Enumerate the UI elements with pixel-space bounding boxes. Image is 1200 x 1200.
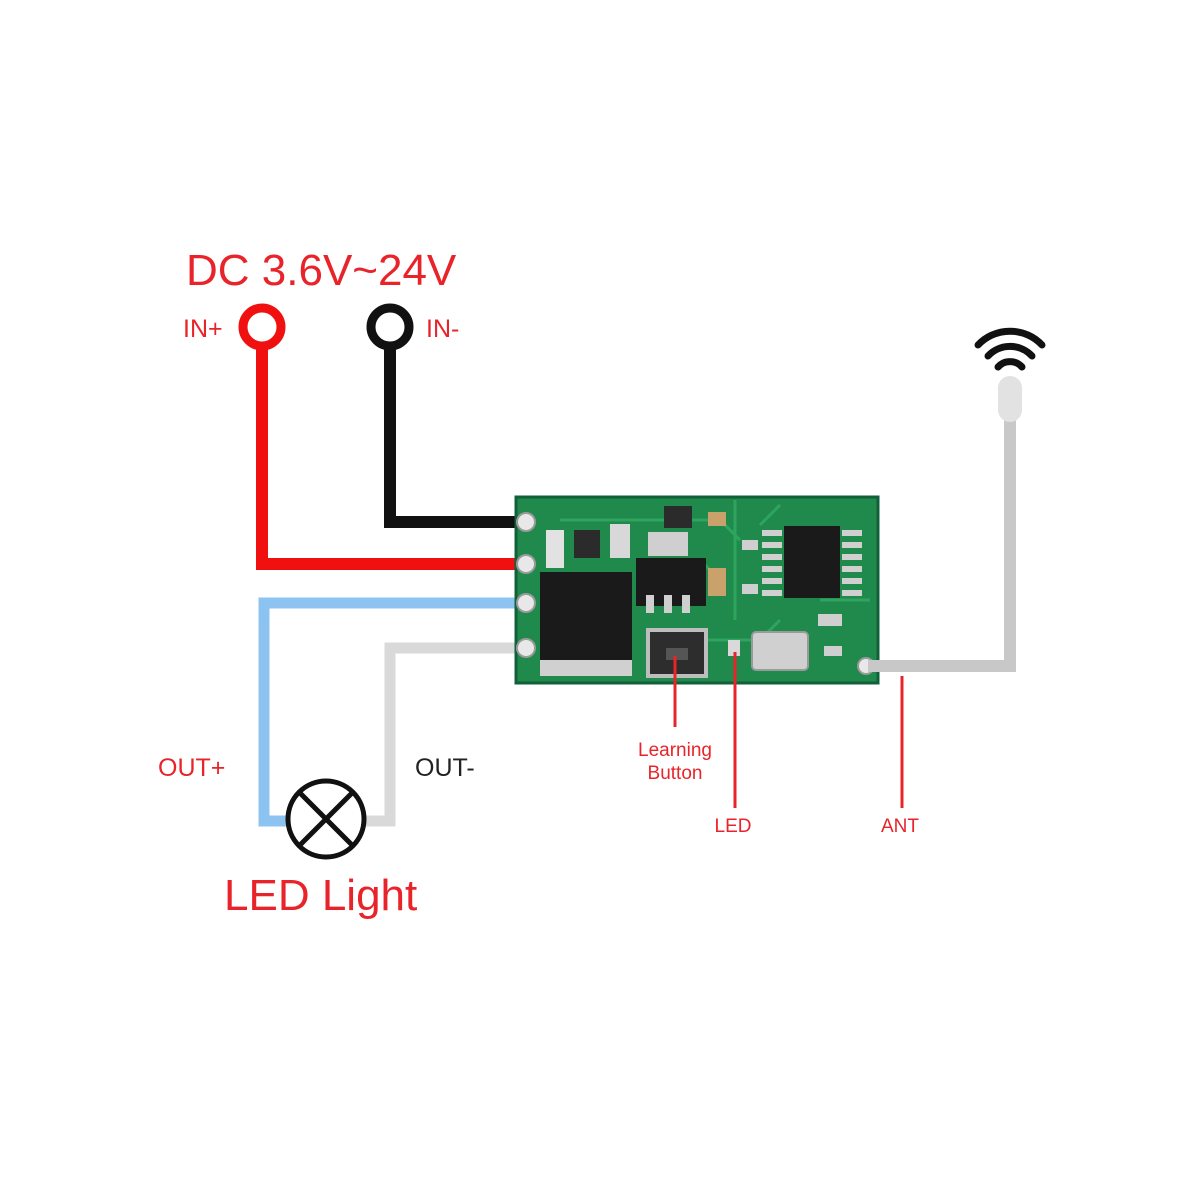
- wifi-signal-icon: [974, 327, 1046, 371]
- load-label: LED Light: [224, 871, 417, 920]
- wire-in-minus-black: [384, 340, 520, 528]
- out-minus-label: OUT-: [415, 754, 475, 782]
- learning-button-label-line2: Button: [648, 763, 703, 784]
- power-title: DC 3.6V~24V: [186, 246, 457, 295]
- mosfet-chip: [540, 572, 632, 676]
- wire-in-plus-red: [256, 340, 520, 570]
- wire-out-minus-white: [362, 642, 520, 827]
- antenna-tip: [998, 376, 1022, 422]
- lamp-symbol-icon: [285, 778, 367, 860]
- receiver-module-pcb: [514, 495, 880, 685]
- ant-label: ANT: [881, 816, 919, 837]
- antenna-wire: [868, 395, 1016, 672]
- ic-chip: [784, 526, 840, 598]
- led-label: LED: [715, 816, 752, 837]
- in-minus-label: IN-: [426, 315, 459, 343]
- terminal-in-plus: [238, 303, 286, 351]
- terminal-in-minus: [366, 303, 414, 351]
- learning-button-label-line1: Learning: [638, 740, 712, 761]
- out-plus-label: OUT+: [158, 754, 225, 782]
- led-component: [728, 640, 740, 656]
- in-plus-label: IN+: [183, 315, 223, 343]
- wire-out-plus-blue: [258, 597, 520, 827]
